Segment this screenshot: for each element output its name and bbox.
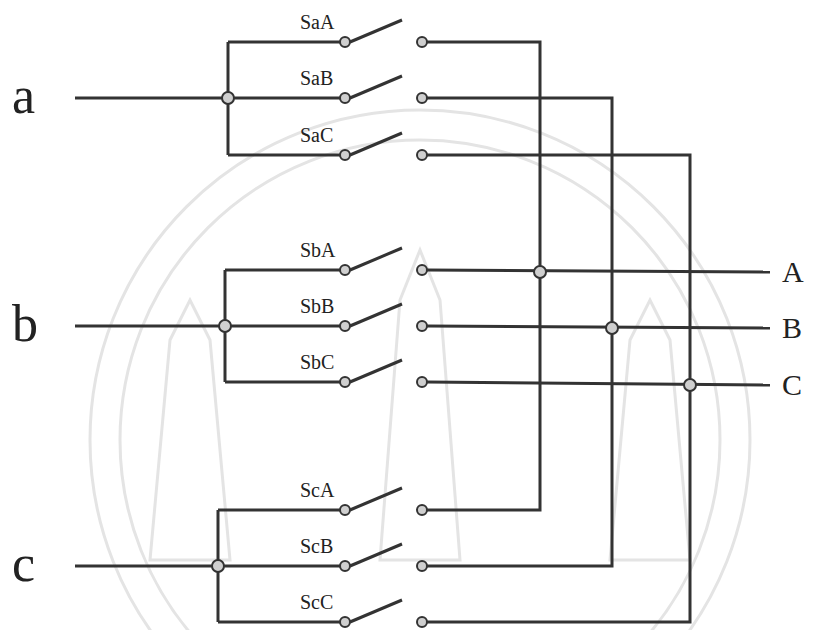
junction-dot [212, 560, 224, 572]
output-phase-label: A [782, 257, 804, 287]
switch-contact [340, 377, 350, 387]
junction-dot [606, 322, 618, 334]
wire [427, 326, 770, 328]
junction-dot [684, 379, 696, 391]
wire [218, 621, 345, 624]
wire [228, 41, 345, 44]
switch-label: SbB [300, 296, 334, 316]
switch-contact [340, 505, 350, 515]
switch-contact [417, 377, 427, 387]
wire [427, 385, 690, 622]
wire [427, 270, 770, 272]
switch-contact [417, 321, 427, 331]
switch-label: SaB [300, 68, 333, 88]
switch-label: ScA [300, 480, 334, 500]
wire [225, 269, 345, 272]
switch-contact [340, 561, 350, 571]
switch-label: ScB [300, 536, 333, 556]
switch-contact [340, 321, 350, 331]
switch-label: SbC [300, 352, 334, 372]
wire [75, 97, 228, 100]
switch-contact [340, 37, 350, 47]
watermark-seal [90, 110, 750, 630]
junctions [212, 37, 696, 627]
output-phase-label: C [782, 370, 802, 400]
switch-label: SaA [300, 12, 334, 32]
switch-contact [417, 93, 427, 103]
input-phase-label: a [12, 70, 35, 122]
wire [427, 272, 540, 510]
wire [228, 154, 345, 157]
switch-contact [340, 93, 350, 103]
wire [350, 76, 402, 98]
switch-label: ScC [300, 592, 333, 612]
switch-contact [417, 617, 427, 627]
input-phase-label: c [12, 538, 35, 590]
wire [350, 248, 402, 270]
switch-contact [340, 150, 350, 160]
switch-label: SbA [300, 240, 336, 260]
wire [218, 565, 345, 568]
wire [350, 304, 402, 326]
switch-contact [340, 617, 350, 627]
wire [75, 325, 225, 328]
wire [350, 133, 402, 155]
switch-contact [340, 265, 350, 275]
switch-contact [417, 505, 427, 515]
junction-dot [219, 320, 231, 332]
wire [350, 488, 402, 510]
wire [228, 97, 345, 100]
junction-dot [534, 266, 546, 278]
switch-label: SaC [300, 125, 333, 145]
output-phase-label: B [782, 313, 802, 343]
junction-dot [222, 92, 234, 104]
wire [350, 544, 402, 566]
wires [75, 20, 770, 622]
wire [350, 360, 402, 382]
wire [350, 20, 402, 42]
switch-contact [417, 150, 427, 160]
switch-contact [417, 561, 427, 571]
wire [75, 565, 218, 568]
wire [218, 509, 345, 512]
switch-contact [417, 37, 427, 47]
wire [225, 381, 345, 384]
wire [350, 600, 402, 622]
input-phase-label: b [12, 298, 38, 350]
wire [427, 42, 540, 272]
wire [427, 382, 770, 385]
wire [427, 328, 612, 566]
switch-contact [417, 265, 427, 275]
wire [225, 325, 345, 328]
wire [427, 98, 612, 328]
